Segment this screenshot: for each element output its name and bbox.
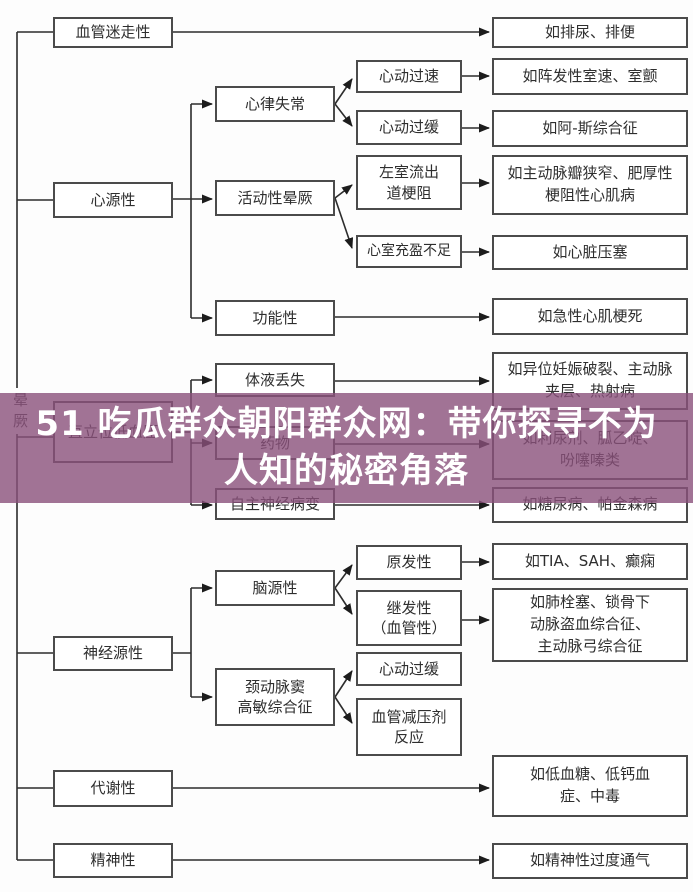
node-functional: 功能性: [215, 300, 335, 336]
example-secondary: 如肺栓塞、锁骨下 动脉盗血综合征、 主动脉弓综合征: [492, 588, 688, 662]
node-tachycardia: 心动过速: [356, 60, 462, 93]
node-carotid-sinus: 颈动脉窦 高敏综合征: [215, 668, 335, 726]
example-metabolic: 如低血糖、低钙血 症、中毒: [492, 755, 688, 817]
node-neurogenic: 神经源性: [53, 636, 173, 671]
node-primary: 原发性: [356, 545, 462, 580]
node-bradycardia: 心动过缓: [356, 110, 462, 145]
node-psychogenic: 精神性: [53, 843, 173, 878]
node-lvot-obstruction: 左室流出 道梗阻: [356, 155, 462, 210]
example-ventricular-filling: 如心脏压塞: [492, 235, 688, 270]
example-psychogenic: 如精神性过度通气: [492, 843, 688, 879]
root-label-syncope: 晕厥: [13, 391, 29, 430]
example-lvot-obstruction: 如主动脉瓣狭窄、肥厚性 梗阻性心肌病: [492, 155, 688, 215]
node-metabolic: 代谢性: [53, 770, 173, 807]
example-bradycardia: 如阿-斯综合征: [492, 110, 688, 147]
node-drugs: 药物: [215, 426, 335, 460]
node-carotid-bradycardia: 心动过缓: [356, 652, 462, 686]
node-autonomic-neuropathy: 自主神经病变: [215, 488, 335, 520]
example-drugs: 如利尿剂、胍乙啶、 吩噻嗪类: [492, 420, 688, 480]
example-fluid-loss: 如异位妊娠破裂、主动脉 夹层、热射病: [492, 352, 688, 410]
node-cardiac: 心源性: [53, 182, 173, 218]
node-cerebral: 脑源性: [215, 570, 335, 606]
node-fluid-loss: 体液丢失: [215, 363, 335, 397]
node-orthostatic: 直立位低血压: [53, 401, 173, 463]
example-functional: 如急性心肌梗死: [492, 298, 688, 335]
node-vasovagal: 血管迷走性: [53, 17, 173, 48]
example-tachycardia: 如阵发性室速、室颤: [492, 58, 688, 95]
example-autonomic: 如糖尿病、帕金森病: [492, 487, 688, 523]
example-vasovagal: 如排尿、排便: [492, 17, 688, 48]
example-primary: 如TIA、SAH、癫痫: [492, 543, 688, 580]
node-ventricular-filling: 心室充盈不足: [356, 235, 462, 268]
node-arrhythmia: 心律失常: [215, 86, 335, 122]
node-secondary-vascular: 继发性 （血管性）: [356, 590, 462, 646]
node-activity-syncope: 活动性晕厥: [215, 180, 335, 216]
node-vasodepressor: 血管减压剂 反应: [356, 698, 462, 756]
